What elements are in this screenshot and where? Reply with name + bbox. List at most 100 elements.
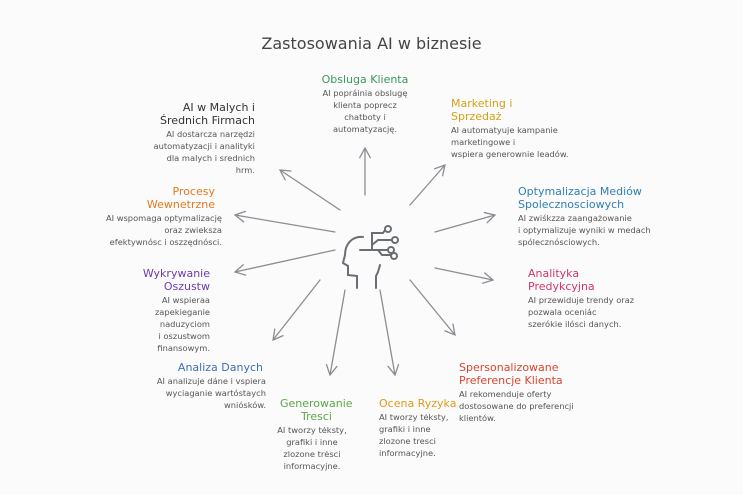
node-heading: Ocena Ryzyka (379, 397, 457, 410)
heading-line: Predykcyjna (528, 280, 595, 293)
desc-line: AI tworzy tėksty, (379, 412, 449, 422)
node-heading: Marketing i Sprzedaż (451, 97, 601, 123)
node-marketing: Marketing i Sprzedaż AI automatyuje kamp… (451, 97, 601, 160)
node-wykrywanie-oszustw: Wykrywanie Oszustw AI wspieraa zapekiega… (110, 267, 210, 354)
desc-line: AI analizuje dáne i vspiera (156, 376, 266, 386)
node-heading: AI w Malych i Średnich Firmach (105, 101, 255, 127)
node-obsluga-klienta: Obsluga Klienta AI popráinia obslugę kli… (295, 73, 435, 135)
node-heading: Generowanie Tresci (280, 397, 360, 423)
node-media-spolecznosciowe: Optymalizacja Mediów Spolecznosciowych A… (518, 185, 718, 248)
node-spersonalizowane-preferencje: Spersonalizowane Preferencje Klienta AI … (459, 361, 619, 424)
node-generowanie-tresci: Generowanie Tresci AI tworzy tėksty, gra… (277, 397, 360, 472)
desc-line: hrm. (235, 165, 255, 175)
desc-line: AI tworzy tėksty, (277, 425, 347, 435)
desc-line: zlozone trėsci (283, 449, 341, 459)
heading-line: Sprzedaż (451, 110, 502, 123)
desc-line: pozwala oceniác (528, 307, 597, 317)
desc-line: oraz zwieksza (164, 225, 222, 235)
arrow-to-ryzyko (379, 289, 400, 377)
desc-line: i optymalizuje wyniki w medach (518, 225, 651, 235)
ai-head-circuit-icon (341, 225, 399, 289)
desc-line: dostosowane do preferencji (459, 401, 574, 411)
node-analiza-danych: Analiza Danych AI analizuje dáne i vspie… (126, 361, 266, 411)
desc-line: marketingowe i (451, 137, 516, 147)
node-description: AI automatyuje kampanie marketingowe i w… (451, 124, 601, 160)
heading-line: Generowanie (280, 397, 353, 410)
desc-line: AI wspieraa (161, 295, 210, 305)
heading-line: Wykrywanie (142, 267, 210, 280)
node-procesy: Procesy Wewnetrzne AI wspomaga optymaliz… (80, 185, 222, 248)
heading-line: Średnich Firmach (160, 114, 255, 127)
arrow-to-analiza (272, 279, 321, 342)
node-description: AI tworzy tėksty, grafiki i inne zlozone… (277, 424, 347, 472)
arrow-to-analityka (434, 267, 495, 284)
desc-line: chatboty i (344, 112, 386, 122)
desc-line: klienta poprecz (333, 100, 397, 110)
desc-line: informacyjne. (379, 448, 436, 458)
desc-line: automatyzację. (332, 124, 398, 134)
heading-line: Preferencje Klienta (459, 374, 563, 387)
desc-line: dla malych i srednich (166, 153, 255, 163)
desc-line: finansowym. (157, 343, 210, 353)
node-description: AI tworzy tėksty, grafiki i inne zlozone… (379, 411, 469, 459)
node-heading: Spersonalizowane Preferencje Klienta (459, 361, 619, 387)
node-heading: Procesy Wewnetrzne (80, 185, 222, 211)
desc-line: AI dostarcza narzędzi (166, 129, 255, 139)
desc-line: i oszustwom (158, 331, 210, 341)
node-description: AI popráinia obslugę klienta poprecz cha… (295, 87, 435, 135)
desc-line: grafiki i inne (286, 437, 338, 447)
node-heading: Wykrywanie Oszustw (110, 267, 210, 293)
arrow-to-male-firmy (278, 169, 341, 211)
node-heading: Analiza Danych (177, 361, 263, 374)
heading-line: AI w Malych i (182, 101, 255, 114)
heading-line: Analityka (528, 267, 580, 280)
node-description: AI rekomenduje oferty dostosowane do pre… (459, 388, 619, 424)
arrow-to-oszustwa (233, 249, 336, 276)
desc-line: wyciaganie wartóstaych (165, 388, 266, 398)
desc-line: naduzyciom (159, 319, 210, 329)
heading-line: Spolecznosciowych (518, 198, 625, 211)
node-description: AI dostarcza narzędzi automatyzacji i an… (105, 128, 255, 176)
desc-line: grafiki i inne (379, 424, 431, 434)
heading-line: Tresci (301, 410, 332, 423)
heading-line: Optymalizacja Mediów (518, 185, 642, 198)
node-heading: Obsluga Klienta (321, 73, 409, 86)
desc-line: AI rekomenduje oferty (459, 389, 552, 399)
arrow-to-marketing (409, 163, 446, 206)
arrow-to-obsluga (359, 146, 371, 196)
diagram-title: Zastosowania AI w biznesie (261, 34, 482, 53)
desc-line: efektywnósc i oszzędnósci. (109, 237, 222, 247)
heading-line: Procesy (172, 185, 215, 198)
desc-line: szerókie ilósci danych. (528, 319, 622, 329)
desc-line: zlozone tresci (379, 436, 436, 446)
heading-line: Wewnetrzne (146, 198, 215, 211)
node-description: AI przewiduje trendy oraz pozwala oceniá… (528, 294, 698, 330)
desc-line: AI wspomaga optymalizację (105, 213, 222, 223)
arrow-to-generowanie (325, 289, 346, 377)
desc-line: AI automatyuje kampanie (451, 125, 558, 135)
node-heading: Optymalizacja Mediów Spolecznosciowych (518, 185, 718, 211)
desc-line: automatyzacji i analityki (153, 141, 255, 151)
desc-line: AI przewiduje trendy oraz (528, 295, 635, 305)
heading-line: Oszustw (163, 280, 210, 293)
heading-line: Marketing i (451, 97, 513, 110)
desc-line: spólecznósciowych. (518, 237, 600, 247)
node-ocena-ryzyka: Ocena Ryzyka AI tworzy tėksty, grafiki i… (379, 397, 469, 459)
node-description: AI wspieraa zapekieganie naduzyciom i os… (110, 294, 210, 354)
arrow-to-media (434, 211, 497, 233)
desc-line: informacyjne. (283, 461, 341, 471)
node-description: AI zwiśkzza zaangażowanie i optymalizuje… (518, 212, 718, 248)
desc-line: AI zwiśkzza zaangażowanie (518, 213, 632, 223)
arrow-to-preferencje (409, 279, 456, 337)
node-heading: Analityka Predykcyjna (528, 267, 698, 293)
desc-line: wniósków. (224, 400, 266, 410)
node-male-firmy: AI w Malych i Średnich Firmach AI dostar… (105, 101, 255, 176)
arrow-to-procesy (233, 210, 336, 233)
desc-line: zapekieganie (154, 307, 210, 317)
node-analityka-predykcyjna: Analityka Predykcyjna AI przewiduje tren… (528, 267, 698, 330)
heading-line: Spersonalizowane (459, 361, 559, 374)
node-description: AI wspomaga optymalizację oraz zwieksza … (80, 212, 222, 248)
desc-line: klientów. (459, 413, 496, 423)
desc-line: AI popráinia obslugę (322, 88, 408, 98)
